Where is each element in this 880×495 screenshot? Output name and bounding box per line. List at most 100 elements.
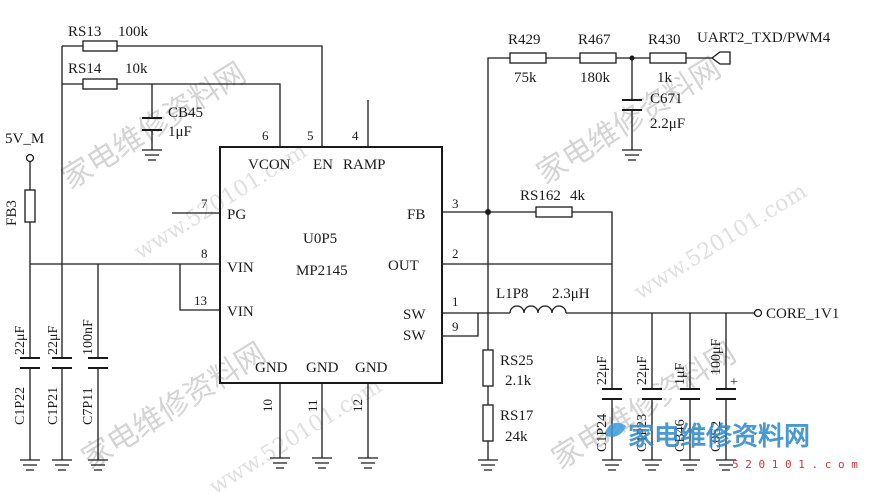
pin-name-vcon: VCON: [248, 157, 291, 173]
wire-vin13: [179, 264, 220, 311]
ground-c1p23: [642, 459, 662, 471]
ground-rs17: [478, 459, 498, 471]
cap-gap-left: [20, 359, 110, 367]
output-terminal-core: [753, 308, 763, 318]
pin-number-4: 4: [352, 128, 359, 143]
net-label-core-1v1: CORE_1V1: [766, 306, 839, 322]
resistor-rs25: [482, 349, 494, 387]
pin-number-7: 7: [201, 196, 208, 211]
inductor-l1p8: [509, 305, 567, 314]
r429-ref: R429: [508, 32, 541, 48]
wire-pin6: [117, 83, 281, 147]
ground-pin12: [358, 457, 378, 469]
pin-number-1: 1: [452, 294, 459, 309]
capacitor-cb46: [680, 388, 700, 400]
rs162-ref: RS162: [520, 188, 561, 204]
rs14-ref: RS14: [68, 61, 102, 77]
pin-name-vin-13: VIN: [227, 304, 254, 320]
c671-value: 2.2μF: [650, 116, 685, 132]
c1p23-ref: C1P23: [635, 414, 650, 452]
rs13-value: 100k: [118, 24, 149, 40]
watermark-cn-2: 家电维修资料网: [531, 51, 728, 192]
rs14-value: 10k: [125, 61, 148, 77]
ic-body: [219, 146, 443, 384]
pin-number-3: 3: [452, 196, 459, 211]
ferrite-fb3: [24, 189, 36, 223]
c1p22-value: 22μF: [13, 325, 28, 355]
capacitor-c7p11: [88, 357, 108, 369]
ground-left-1: [20, 459, 40, 471]
capacitor-c671: [622, 99, 642, 111]
resistor-r430: [649, 52, 687, 64]
watermark-url-2: www.520101.com: [630, 179, 812, 305]
cb46-ref: CB46: [673, 419, 688, 452]
ground-c1p24: [602, 459, 622, 471]
ground-cb46: [680, 459, 700, 471]
wire-out-caps: [611, 313, 727, 460]
c1p21-value: 22μF: [46, 325, 61, 355]
pin-number-13: 13: [194, 293, 207, 308]
ground-c0s2: [716, 459, 736, 471]
resistor-r429: [509, 52, 547, 64]
pin-name-out: OUT: [388, 258, 419, 274]
pin-number-12: 12: [350, 399, 365, 412]
c1p22-ref: C1P22: [13, 387, 28, 425]
fb3-ref: FB3: [4, 200, 20, 226]
capacitor-c1p22: [20, 357, 40, 369]
wire-rs162-right: [572, 211, 613, 313]
net-label-uart: UART2_TXD/PWM4: [697, 30, 831, 46]
pin-number-6: 6: [262, 128, 269, 143]
pin-name-gnd-12: GND: [355, 360, 388, 376]
r429-value: 75k: [514, 70, 537, 86]
wire-sw9: [442, 313, 479, 337]
pin-name-sw-1: SW: [403, 307, 426, 323]
pin-number-5: 5: [307, 128, 314, 143]
r467-value: 180k: [580, 70, 611, 86]
rs17-ref: RS17: [500, 408, 534, 424]
l1p8-value: 2.3μH: [552, 286, 590, 302]
wire-pin5: [117, 45, 323, 147]
ground-c671: [622, 149, 642, 161]
chip-part: MP2145: [296, 263, 348, 279]
pin-name-gnd-10: GND: [255, 360, 288, 376]
c0s2-ref: C0S2: [709, 421, 724, 452]
c1p23-value: 22μF: [635, 355, 650, 385]
c1p24-ref: C1P24: [595, 414, 610, 452]
rs25-ref: RS25: [500, 353, 533, 369]
logo-text-cn: 家电维修资料网: [628, 421, 810, 452]
c0s2-value: 100μF: [709, 338, 724, 375]
pin-name-en: EN: [313, 157, 333, 173]
rs25-value: 2.1k: [505, 373, 532, 389]
resistor-r467: [579, 52, 617, 64]
pin-number-9: 9: [452, 319, 459, 334]
pin-name-pg: PG: [227, 207, 246, 223]
ground-cb45: [142, 149, 162, 161]
r430-value: 1k: [657, 70, 673, 86]
resistor-rs14: [82, 78, 118, 90]
capacitor-c1p21: [52, 357, 72, 369]
uart-port-symbol: [710, 51, 731, 65]
c7p11-value: 100nF: [81, 319, 96, 355]
cb46-value: 1μF: [673, 362, 688, 385]
r467-ref: R467: [578, 32, 611, 48]
c0s2-polarity: +: [730, 375, 738, 390]
resistor-rs162: [535, 206, 573, 218]
c7p11-ref: C7P11: [81, 387, 96, 425]
pin-name-gnd-11: GND: [306, 360, 339, 376]
pin-name-fb: FB: [407, 207, 425, 223]
pin-name-ramp: RAMP: [343, 157, 386, 173]
site-logo: 家电维修资料网 5 2 0 1 0 1 . c o m: [606, 421, 858, 471]
c1p21-ref: C1P21: [46, 387, 61, 425]
capacitor-cb45: [142, 117, 162, 131]
c671-ref: C671: [650, 91, 683, 107]
logo-text-url: 5 2 0 1 0 1 . c o m: [732, 458, 858, 471]
pin-number-2: 2: [452, 246, 459, 261]
ground-pin10: [270, 457, 290, 469]
capacitor-c0s2: [716, 388, 736, 400]
capacitor-c1p23: [642, 388, 662, 400]
watermark-url-3: www.520101.com: [205, 374, 387, 495]
pin-number-8: 8: [201, 246, 208, 261]
l1p8-ref: L1P8: [496, 286, 529, 302]
resistor-rs13: [82, 40, 118, 52]
